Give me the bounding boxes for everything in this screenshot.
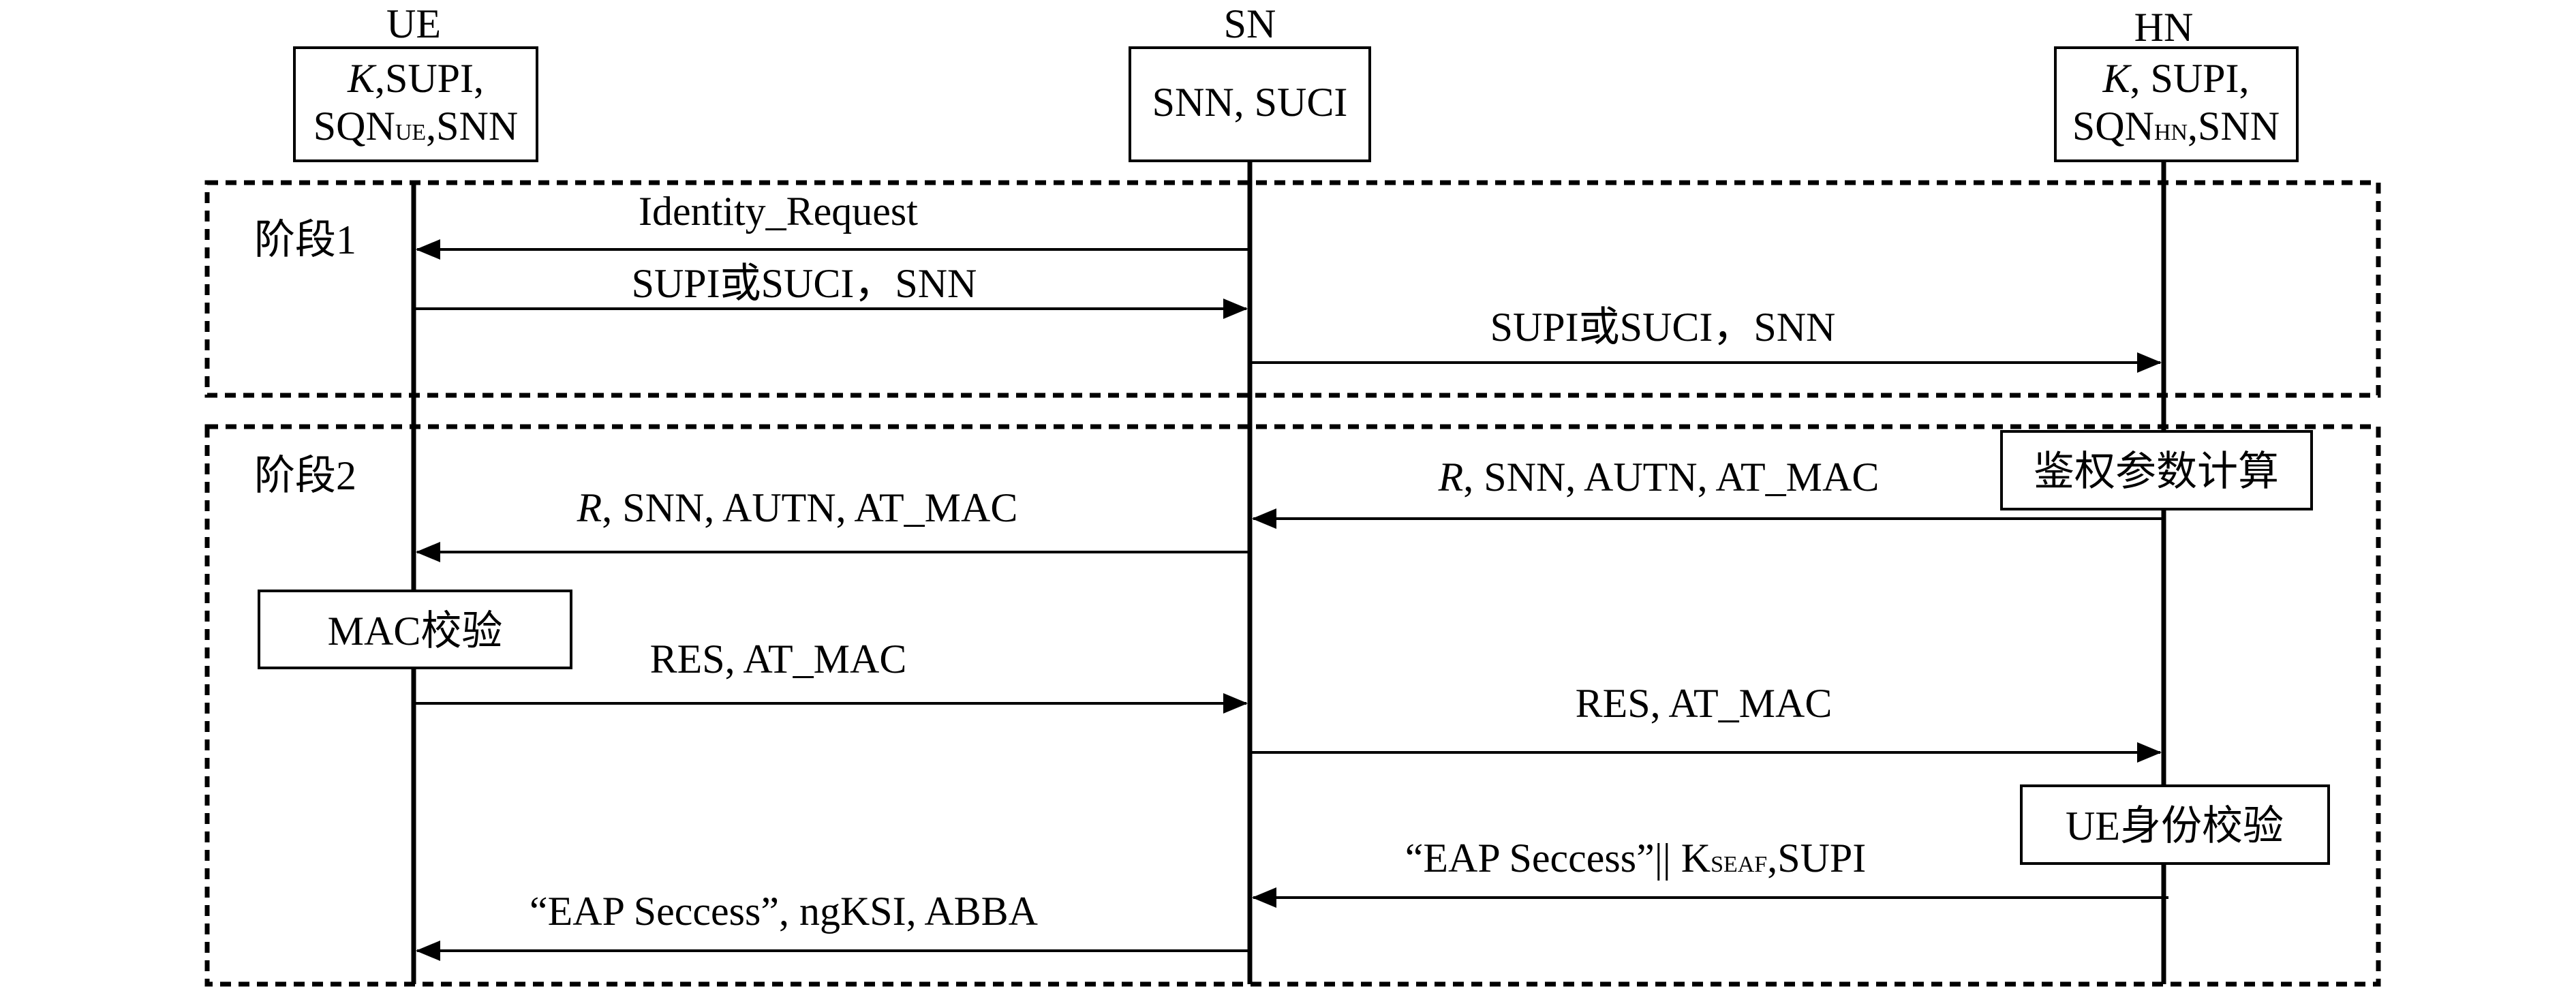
ue-mac-check-label: MAC校验 [328, 609, 503, 654]
phase-2-label: 阶段2 [254, 453, 356, 498]
hn-identity-check-box [2020, 784, 2330, 865]
phase-2-frame [204, 424, 2381, 987]
message-5-label: R, SNN, AUTN, AT_MAC [577, 485, 1018, 530]
ue-box-line2: SQNUE,SNN [313, 104, 518, 149]
message-4-label: R, SNN, AUTN, AT_MAC [1438, 455, 1880, 500]
message-7-label: RES, AT_MAC [1576, 681, 1833, 726]
hn-participant-name: HN [2134, 5, 2194, 50]
message-1-label: Identity_Request [639, 189, 918, 234]
sn-participant-box [1129, 46, 1371, 162]
sn-participant-name: SN [1224, 1, 1276, 46]
phase-1-label: 阶段1 [254, 217, 356, 262]
ue-participant-name: UE [386, 1, 441, 46]
hn-box-line1: K, SUPI, [2102, 56, 2249, 101]
hn-box-line2: SQNHN,SNN [2072, 104, 2280, 149]
sn-box-line1: SNN, SUCI [1152, 80, 1348, 125]
ue-mac-check-box [258, 590, 572, 669]
message-9-label: “EAP Seccess”, ngKSI, ABBA [530, 889, 1038, 934]
message-8-label: “EAP Seccess”|| KSEAF,SUPI [1405, 836, 1867, 881]
hn-identity-check-label: UE身份校验 [2066, 804, 2284, 849]
message-3-label: SUPI或SUCI，SNN [1490, 305, 1836, 350]
hn-participant-box [2054, 46, 2299, 162]
phase-1-frame [204, 180, 2381, 398]
ue-box-line1: K,SUPI, [347, 56, 484, 101]
ue-participant-box [293, 46, 538, 162]
message-2-label: SUPI或SUCI，SNN [632, 261, 977, 306]
hn-compute-box [2000, 430, 2313, 510]
hn-compute-label: 鉴权参数计算 [2034, 449, 2279, 494]
message-6-label: RES, AT_MAC [650, 637, 907, 682]
